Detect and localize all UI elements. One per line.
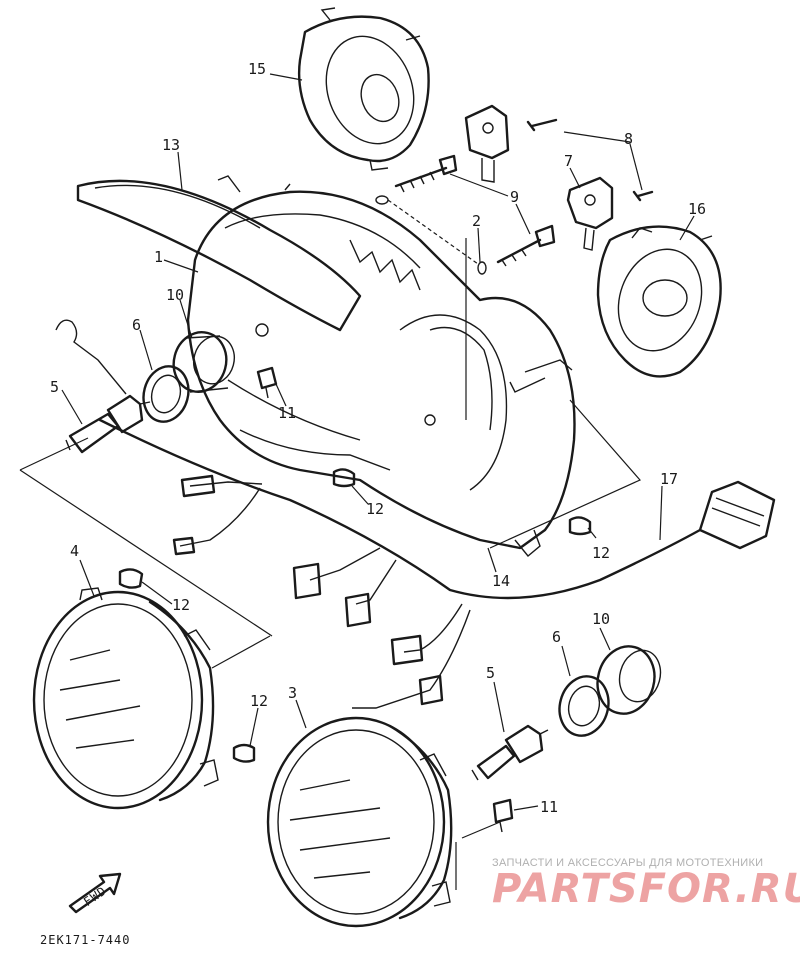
headlight-housing-part-14 bbox=[186, 175, 576, 557]
damper-part-12-c bbox=[118, 568, 144, 589]
callout-1: 1 bbox=[154, 248, 163, 266]
callout-6-lower: 6 bbox=[552, 628, 561, 646]
headlight-unit-part-4 bbox=[32, 587, 219, 810]
callout-14: 14 bbox=[492, 572, 510, 590]
damper-part-12-a bbox=[332, 468, 356, 488]
callout-17: 17 bbox=[660, 470, 678, 488]
callout-12-a: 12 bbox=[366, 500, 384, 518]
callout-10-lower: 10 bbox=[592, 610, 610, 628]
mount-bracket-part-8 bbox=[464, 104, 510, 183]
callout-8: 8 bbox=[624, 130, 633, 148]
callout-12-d: 12 bbox=[250, 692, 268, 710]
wire-harness-part-17 bbox=[98, 418, 776, 709]
callout-4: 4 bbox=[70, 542, 79, 560]
callout-11-lower: 11 bbox=[540, 798, 558, 816]
damper-part-12-b bbox=[568, 516, 592, 536]
mount-bracket-part-7 bbox=[566, 176, 614, 251]
sub-bulb-part-11-lower bbox=[492, 798, 514, 833]
callout-2: 2 bbox=[472, 212, 481, 230]
callout-12-b: 12 bbox=[592, 544, 610, 562]
seal-ring-part-6-lower bbox=[558, 675, 610, 737]
part-code: 2EK171-7440 bbox=[40, 933, 130, 947]
fwd-label: FWD bbox=[81, 883, 109, 909]
assembly-group-lines bbox=[19, 238, 641, 890]
callout-13: 13 bbox=[162, 136, 180, 154]
bolts-part-9 bbox=[394, 154, 556, 267]
callout-7: 7 bbox=[564, 152, 573, 170]
callout-10-upper: 10 bbox=[166, 286, 184, 304]
rear-cover-part-16 bbox=[596, 225, 722, 378]
callout-12-c: 12 bbox=[172, 596, 190, 614]
socket-part-10-upper bbox=[172, 331, 235, 393]
callout-labels: 15 13 1 10 6 5 11 8 7 9 2 16 17 12 12 14… bbox=[50, 60, 706, 816]
callout-5-lower: 5 bbox=[486, 664, 495, 682]
panel-part-1 bbox=[227, 379, 361, 441]
callout-15: 15 bbox=[248, 60, 266, 78]
callout-3: 3 bbox=[288, 684, 297, 702]
screws-part-8 bbox=[526, 118, 654, 202]
watermark-logo: PARTSFOR.RU bbox=[492, 866, 800, 912]
callout-6-upper: 6 bbox=[132, 316, 141, 334]
seal-ring-part-6-upper bbox=[142, 365, 190, 423]
damper-part-12-d bbox=[232, 743, 256, 763]
watermark-tagline: ЗАПЧАСТИ И АКСЕССУАРЫ ДЛЯ МОТОТЕХНИКИ bbox=[492, 857, 764, 869]
rear-cover-part-15 bbox=[297, 7, 430, 171]
forward-direction-arrow: FWD bbox=[68, 872, 122, 914]
callout-leaders bbox=[61, 73, 695, 811]
callout-16: 16 bbox=[688, 200, 706, 218]
callout-9: 9 bbox=[510, 188, 519, 206]
bulb-part-5-upper bbox=[55, 319, 151, 454]
visor-strip-part-13 bbox=[76, 179, 362, 332]
callout-5-upper: 5 bbox=[50, 378, 59, 396]
headlight-unit-part-3 bbox=[266, 716, 453, 928]
grommet-part-2 bbox=[375, 195, 487, 275]
sub-bulb-part-11-upper bbox=[256, 366, 278, 399]
bulb-part-5-lower bbox=[471, 724, 549, 781]
socket-part-10-lower bbox=[596, 645, 662, 715]
callout-11-upper: 11 bbox=[278, 404, 296, 422]
